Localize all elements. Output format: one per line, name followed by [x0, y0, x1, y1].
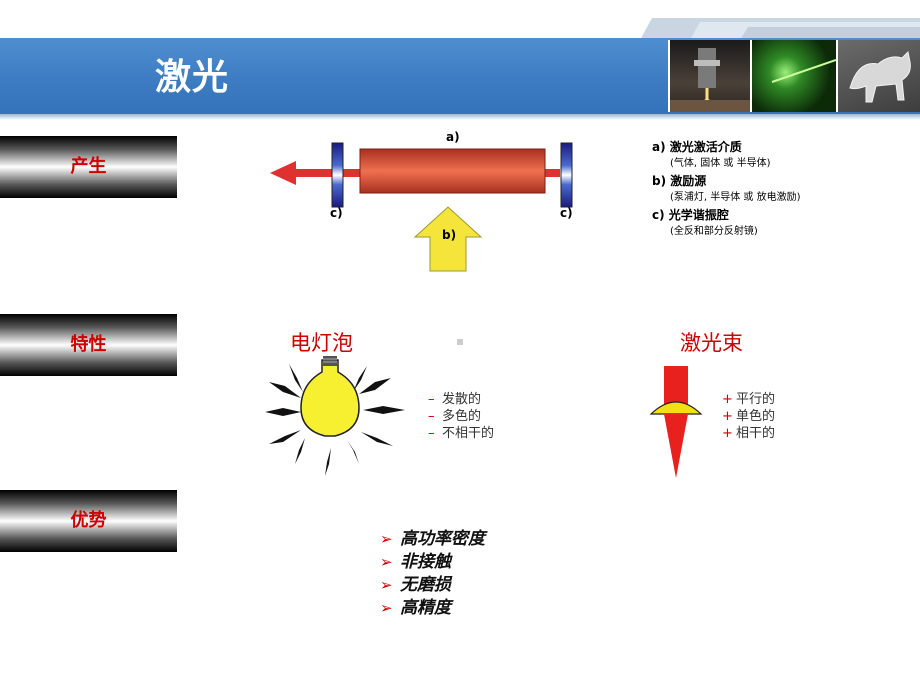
legend-sub-b: (泵浦灯, 半导体 或 放电激励) [670, 192, 801, 203]
laser-machine-photo [668, 40, 750, 112]
active-medium-rod [359, 148, 546, 194]
light-bulb-icon [265, 356, 405, 476]
label-b: b) [442, 228, 457, 242]
section-characteristics: 特性 [0, 314, 177, 376]
list-item: +单色的 [722, 409, 776, 424]
header-shadow [0, 114, 920, 120]
legend-title-c: c) 光学谐振腔 [652, 208, 729, 222]
list-item: ➢高功率密度 [380, 529, 485, 549]
list-item: +平行的 [722, 392, 776, 407]
advantages-list: ➢高功率密度 ➢非接触 ➢无磨损 ➢高精度 [380, 528, 485, 620]
laser-construction-diagram [270, 142, 573, 272]
list-item: ➢无磨损 [380, 575, 451, 595]
section-production-label: 产生 [70, 156, 107, 177]
list-item: ➢非接触 [380, 552, 451, 572]
arrow-bullet-icon: ➢ [380, 553, 393, 571]
list-item: –发散的 [428, 392, 482, 407]
component-legend: a) 激光激活介质 (气体, 固体 或 半导体) b) 激励源 (泵浦灯, 半导… [652, 138, 801, 240]
engraved-horse-photo [836, 40, 920, 112]
bulb-characteristics-list: –发散的 –多色的 –不相干的 [428, 391, 494, 442]
header-decoration [630, 18, 920, 40]
laser-beam-icon [649, 366, 703, 478]
legend-title-a: a) 激光激活介质 [652, 140, 742, 154]
pump-source-arrow [413, 206, 483, 272]
partial-mirror [331, 142, 344, 208]
laser-characteristics-list: +平行的 +单色的 +相干的 [722, 391, 775, 442]
label-c-left: c) [330, 206, 343, 220]
list-item: –多色的 [428, 409, 482, 424]
list-item: +相干的 [722, 426, 776, 441]
section-advantages-label: 优势 [70, 510, 107, 531]
laser-beam-title: 激光束 [680, 331, 743, 355]
list-item: ➢高精度 [380, 598, 451, 618]
section-advantages: 优势 [0, 490, 177, 552]
arrow-bullet-icon: ➢ [380, 530, 393, 548]
legend-title-b: b) 激励源 [652, 174, 707, 188]
green-laser-photo [750, 40, 836, 112]
legend-sub-a: (气体, 固体 或 半导体) [670, 158, 771, 169]
arrow-bullet-icon: ➢ [380, 576, 393, 594]
section-production: 产生 [0, 136, 177, 198]
page-title: 激光 [155, 57, 230, 98]
legend-sub-c: (全反和部分反射镜) [670, 226, 758, 237]
bulb-title: 电灯泡 [290, 331, 353, 355]
section-characteristics-label: 特性 [70, 334, 107, 355]
list-item: –不相干的 [428, 426, 495, 441]
label-a: a) [446, 130, 460, 144]
full-mirror [560, 142, 573, 208]
label-c-right: c) [560, 206, 573, 220]
arrow-bullet-icon: ➢ [380, 599, 393, 617]
divider-dot [457, 339, 463, 345]
